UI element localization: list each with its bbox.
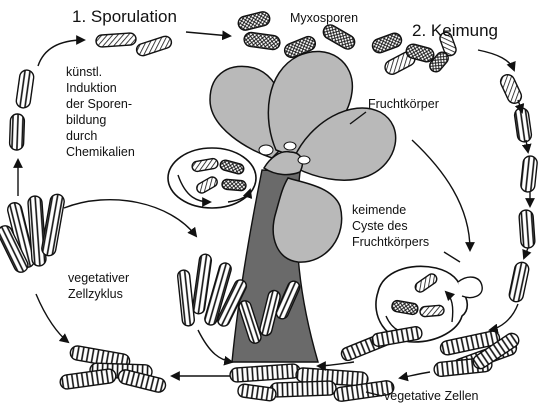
vegetative-swarm-bottom-left — [59, 345, 167, 393]
fruiting-body-holes — [258, 141, 311, 165]
fruiting-body — [209, 50, 397, 263]
label-keimende-cyste: keimende Cyste des Fruchtkörpers — [352, 203, 429, 249]
myxospores — [237, 11, 356, 59]
vegetative-swarm-right — [433, 330, 520, 377]
label-vegetative-zellen: vegetative Zellen — [384, 389, 479, 403]
arrow-right-5 — [488, 303, 519, 334]
germinating-spores — [371, 31, 457, 75]
arrow-right-4 — [522, 247, 532, 260]
arrow-to-swarm-center — [63, 198, 198, 238]
label-step-sporulation: 1. Sporulation — [72, 7, 177, 26]
vegetative-cells-bottom — [229, 326, 423, 402]
label-induktion: künstl. Induktion der Sporen- bildung du… — [66, 65, 135, 159]
arrow-into-stalk — [316, 361, 355, 371]
pointer-vegetative-zellen — [365, 391, 383, 397]
arrow-to-sporulation — [37, 35, 86, 67]
arrow-right-2 — [521, 139, 532, 154]
cells-left-column — [8, 69, 35, 151]
svg-text:bildung: bildung — [66, 113, 106, 127]
label-myxosporen: Myxosporen — [290, 11, 358, 25]
arrow-to-germinating-cyst — [411, 139, 475, 252]
cyst-germinating — [375, 265, 483, 343]
arrow-left-down — [35, 293, 70, 344]
svg-text:keimende: keimende — [352, 203, 406, 217]
vegetative-cells-stalk — [238, 280, 301, 344]
arrow-right-1 — [514, 99, 525, 114]
arrow-to-myxospores — [185, 30, 232, 41]
svg-text:Cyste des: Cyste des — [352, 219, 408, 233]
fruiting-lobe-lower — [272, 177, 343, 263]
svg-text:durch: durch — [66, 129, 97, 143]
arrow-keimung — [477, 49, 516, 72]
label-vegetativer-zellzyklus: vegetativer Zellzyklus — [68, 271, 129, 301]
pointer-keimende-cyste — [443, 251, 461, 263]
sporulating-cells — [95, 32, 173, 57]
germinated-cells-right — [499, 74, 538, 303]
svg-text:Fruchtkörpers: Fruchtkörpers — [352, 235, 429, 249]
vegetative-swarm-left — [0, 193, 65, 273]
arrow-swarm-to-base — [197, 329, 234, 366]
svg-text:Zellzyklus: Zellzyklus — [68, 287, 123, 301]
svg-text:vegetativer: vegetativer — [68, 271, 129, 285]
cyst-left — [167, 147, 257, 209]
svg-text:der Sporen-: der Sporen- — [66, 97, 132, 111]
pointer-fruchtkoerper — [349, 111, 367, 125]
label-fruchtkoerper: Fruchtkörper — [368, 97, 439, 111]
svg-text:Induktion: Induktion — [66, 81, 117, 95]
svg-text:Chemikalien: Chemikalien — [66, 145, 135, 159]
fruiting-lobe-right — [293, 107, 397, 181]
label-step-keimung: 2. Keimung — [412, 21, 498, 40]
vegetative-swarm-center — [177, 253, 248, 327]
svg-text:künstl.: künstl. — [66, 65, 102, 79]
arrow-to-vegetative — [398, 371, 431, 382]
